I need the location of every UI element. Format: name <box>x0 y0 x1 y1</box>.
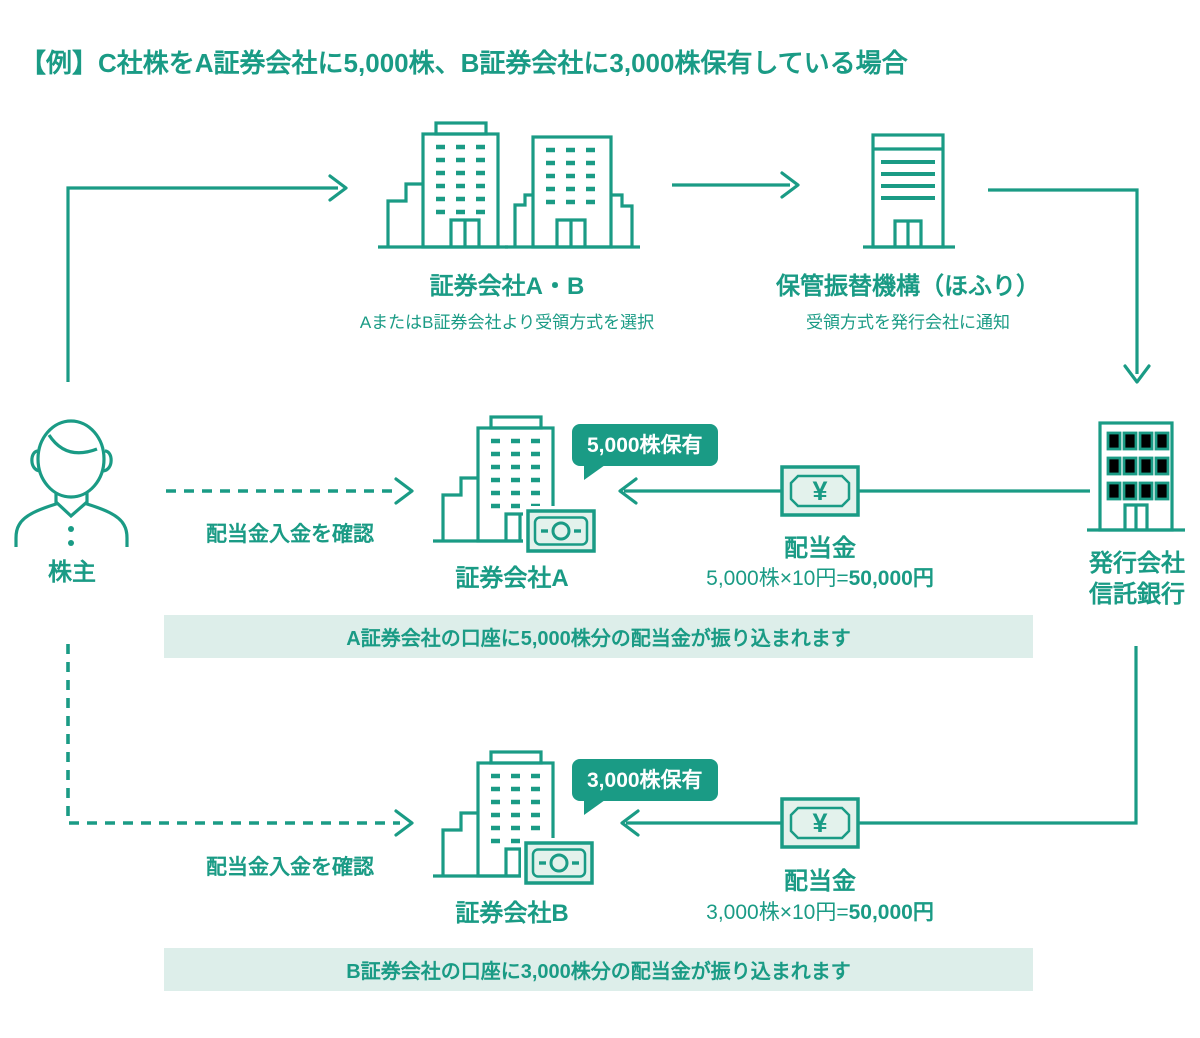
securities-b-building-icon <box>505 137 640 247</box>
confirm-dashed-arrow-b <box>66 644 414 837</box>
confirm-label-b: 配当金入金を確認 <box>206 856 374 879</box>
note-bar-a: A証券会社の口座に5,000株分の配当金が振り込まれます <box>164 615 1033 658</box>
broker-b-label: 証券会社B <box>455 900 569 927</box>
holding-bubble-b: 3,000株保有 <box>572 759 718 815</box>
brokers-to-jasdec-arrow <box>672 171 800 199</box>
dividend-label-b: 配当金 <box>784 868 856 895</box>
dividend-calc-a-total: 50,000円 <box>848 567 934 590</box>
securities-a-building-icon <box>378 123 508 247</box>
yen-note-b-icon <box>780 797 860 849</box>
issuer-label-line1: 発行会社 <box>1089 550 1185 577</box>
dividend-calc-a-expr: 5,000株×10円= <box>706 567 849 590</box>
dividend-line-b <box>620 646 1138 837</box>
confirm-label-a: 配当金入金を確認 <box>206 523 374 546</box>
holding-bubble-a: 5,000株保有 <box>572 424 718 480</box>
jasdec-caption: 受領方式を発行会社に通知 <box>806 313 1010 332</box>
securities-ab-label: 証券会社A・B <box>429 273 585 300</box>
banknote-a-icon <box>521 504 601 558</box>
issuer-label: 発行会社 信託銀行 <box>1072 548 1200 610</box>
note-bar-b: B証券会社の口座に3,000株分の配当金が振り込まれます <box>164 948 1033 991</box>
issuer-building-icon <box>1087 421 1185 532</box>
confirm-dashed-arrow-a <box>166 477 414 505</box>
shareholder-label: 株主 <box>48 559 96 586</box>
securities-ab-caption: AまたはB証券会社より受領方式を選択 <box>359 313 655 332</box>
jasdec-to-issuer-arrow <box>988 188 1151 384</box>
dividend-calc-b: 3,000株×10円=50,000円 <box>660 896 980 926</box>
jasdec-building-icon <box>863 133 955 249</box>
dividend-calc-b-expr: 3,000株×10円= <box>706 901 849 924</box>
yen-note-a-icon <box>780 465 860 517</box>
banknote-b-icon <box>519 836 599 890</box>
dividend-calc-a: 5,000株×10円=50,000円 <box>660 562 980 592</box>
jasdec-label: 保管振替機構（ほふり） <box>776 273 1040 300</box>
shareholder-to-brokers-arrow <box>66 174 348 382</box>
shareholder-person-icon <box>14 419 129 547</box>
broker-a-label: 証券会社A <box>455 565 569 592</box>
issuer-label-line2: 信託銀行 <box>1089 581 1185 608</box>
diagram-title: 【例】C社株をA証券会社に5,000株、B証券会社に3,000株保有している場合 <box>20 48 908 78</box>
dividend-label-a: 配当金 <box>784 535 856 562</box>
dividend-calc-b-total: 50,000円 <box>848 901 934 924</box>
